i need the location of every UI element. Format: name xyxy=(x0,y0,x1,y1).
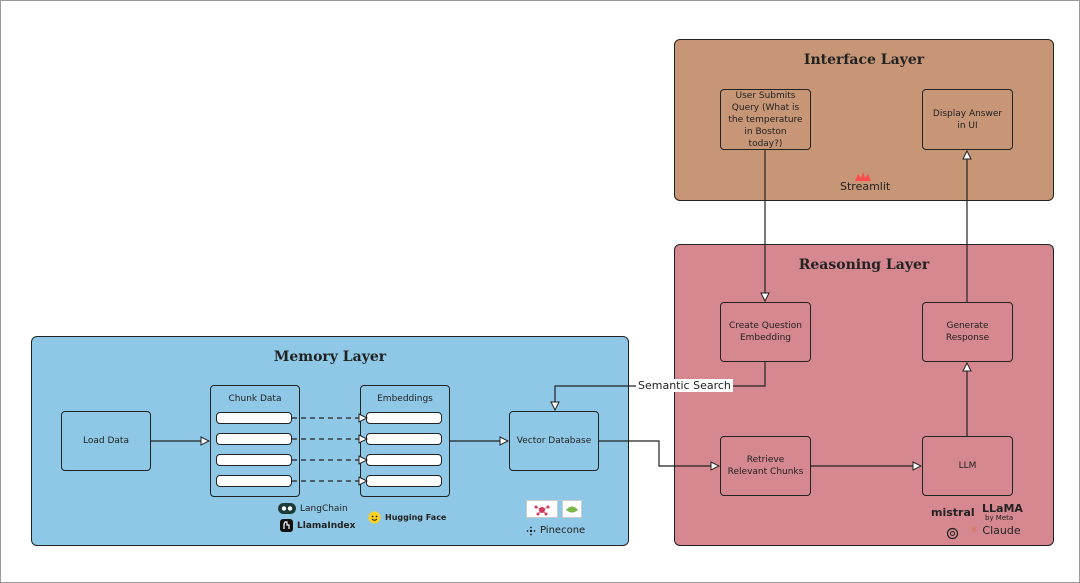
pinecone-icon xyxy=(526,526,536,535)
chunk-data-title: Chunk Data xyxy=(228,394,282,404)
semantic-search-label: Semantic Search xyxy=(636,379,733,392)
embeddings-title: Embeddings xyxy=(377,394,433,404)
interface-layer: Interface Layer xyxy=(674,39,1054,201)
chunk-item xyxy=(216,412,292,424)
embedding-item xyxy=(366,433,442,445)
chunk-item xyxy=(216,433,292,445)
langchain-logo: LangChain xyxy=(278,503,348,514)
load-data-node[interactable]: Load Data xyxy=(61,411,151,471)
embedding-item xyxy=(366,454,442,466)
streamlit-crown xyxy=(855,167,871,186)
langchain-label: LangChain xyxy=(300,503,348,514)
mistral-logo: mistral xyxy=(931,506,975,519)
meta-logo: by Meta xyxy=(985,514,1013,522)
reasoning-layer-title: Reasoning Layer xyxy=(798,257,930,273)
embedding-item xyxy=(366,412,442,424)
embedding-item xyxy=(366,475,442,487)
llama-icon xyxy=(280,519,293,532)
network-icon xyxy=(534,505,550,516)
generate-response-node[interactable]: Generate Response xyxy=(922,302,1013,362)
openai-logo xyxy=(946,525,959,544)
reasoning-layer: Reasoning Layer xyxy=(674,244,1054,546)
streamlit-logo: Streamlit xyxy=(840,180,890,193)
llamaindex-label: LlamaIndex xyxy=(297,520,356,531)
huggingface-label: Hugging Face xyxy=(385,513,447,522)
claude-label: Claude xyxy=(982,524,1021,537)
llm-node[interactable]: LLM xyxy=(922,436,1013,496)
leaf-icon xyxy=(566,506,578,513)
meta-label: by Meta xyxy=(985,514,1014,522)
huggingface-logo: Hugging Face xyxy=(368,511,446,524)
llama-label: LLaMA xyxy=(982,502,1023,515)
mistral-label: mistral xyxy=(931,506,975,519)
claude-star-icon: ✳ xyxy=(970,525,979,536)
llamaindex-logo: LlamaIndex xyxy=(280,519,355,532)
vector-database-node[interactable]: Vector Database xyxy=(509,411,599,471)
embeddings-group[interactable]: Embeddings xyxy=(360,385,450,497)
retrieve-chunks-node[interactable]: Retrieve Relevant Chunks xyxy=(720,436,811,496)
langchain-icon xyxy=(278,503,296,514)
small-logo-badge xyxy=(562,500,582,518)
pinecone-label: Pinecone xyxy=(540,525,586,536)
hugging-face-icon xyxy=(368,511,381,524)
display-answer-node[interactable]: Display Answer in UI xyxy=(922,89,1013,150)
small-logo-badge xyxy=(526,500,558,518)
chunk-item xyxy=(216,475,292,487)
claude-logo: ✳ Claude xyxy=(970,524,1021,537)
chunk-data-group[interactable]: Chunk Data xyxy=(210,385,300,497)
interface-layer-title: Interface Layer xyxy=(803,52,925,68)
pinecone-logo: Pinecone xyxy=(526,525,585,536)
user-query-node[interactable]: User Submits Query (What is the temperat… xyxy=(720,89,811,150)
streamlit-label: Streamlit xyxy=(840,180,891,193)
create-embedding-node[interactable]: Create Question Embedding xyxy=(720,302,811,362)
memory-layer-title: Memory Layer xyxy=(273,349,387,365)
streamlit-icon xyxy=(855,172,871,181)
llama-logo: LLaMA xyxy=(982,502,1023,515)
chunk-item xyxy=(216,454,292,466)
openai-icon xyxy=(946,527,959,540)
